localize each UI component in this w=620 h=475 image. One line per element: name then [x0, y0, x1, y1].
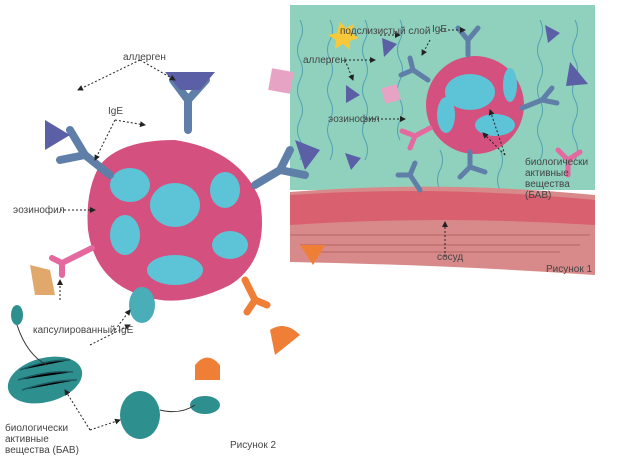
- fig1-vessel-label: сосуд: [437, 252, 464, 263]
- fig1-caption: Рисунок 1: [546, 264, 593, 275]
- fig2-eosinophil-label: эозинофил: [13, 205, 65, 216]
- fig1-ige-label: IgE: [432, 24, 448, 35]
- fig1-bav-label: биологически активные вещества (БАВ): [525, 157, 589, 201]
- fig1-allergen-label: аллерген: [303, 55, 346, 66]
- fig2-allergen-label: аллерген: [123, 52, 166, 63]
- fig1-submucosa-label: подслизистый слой: [340, 26, 431, 37]
- fig2-bav-label: биологически активные вещества (БАВ): [5, 423, 79, 456]
- fig2-ige-label: IgE: [108, 106, 124, 117]
- fig2-caption: Рисунок 2: [230, 440, 277, 451]
- figure1-panel: [268, 5, 595, 275]
- fig1-eosinophil-label: эозинофил: [328, 114, 380, 125]
- figure2-panel: [7, 59, 320, 439]
- fig2-encapsulated-ige-label: капсулированный IgE: [33, 325, 134, 336]
